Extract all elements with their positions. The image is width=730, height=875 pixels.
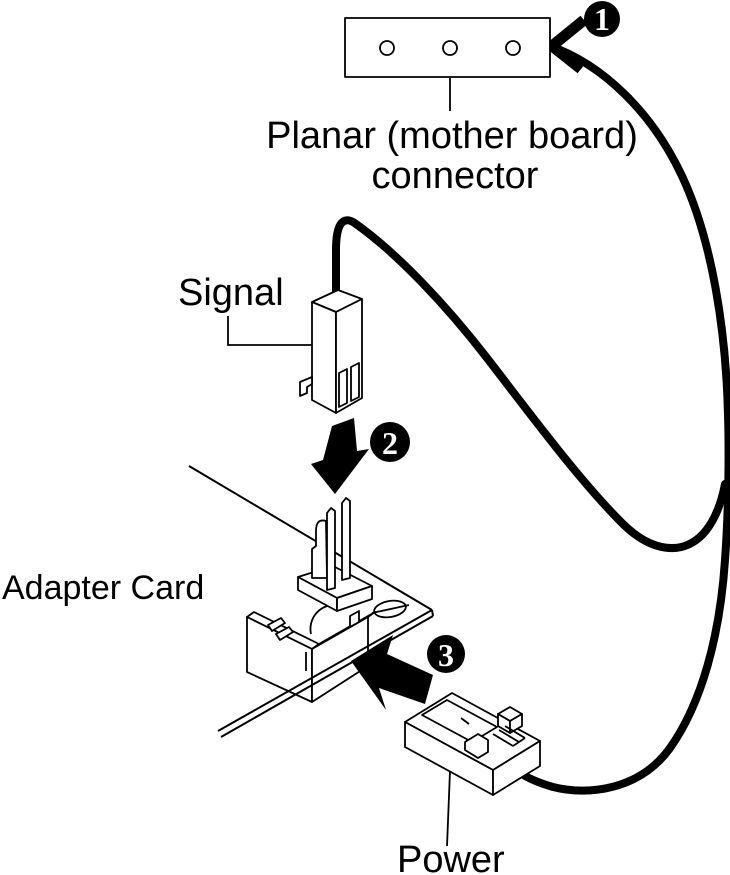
card-connector-housing [246,599,376,703]
signal-connector-latch-hook [299,376,313,397]
header-pin-right [341,497,351,581]
card-header-pins [297,497,373,612]
pin-base-right [336,585,373,612]
signal-label: Signal [178,272,284,314]
insert-down-arrow-icon [311,418,369,494]
housing-contact-pin-2 [275,626,294,641]
card-edge-thickness [220,615,434,738]
step-2-badge-circle [370,422,410,462]
signal-cable-path [332,216,729,552]
step-3-number: 3 [438,637,454,673]
step-1-badge: 1 [584,1,620,37]
planar-connector [344,17,551,111]
power-label: Power [397,839,505,875]
insert-left-arrow-icon [351,635,433,710]
card-far-edge [188,465,433,611]
latch-mark [460,717,470,725]
card-corner-edge [431,609,434,617]
step-3-badge: 3 [427,635,465,673]
latch-hook [464,733,489,759]
signal-connector [227,289,363,414]
header-pin-left [326,507,336,591]
card-screw-slot [371,604,410,614]
planar-pin-hole-2 [442,40,458,56]
step-2-number: 2 [382,425,398,461]
card-near-edge [217,609,433,732]
planar-label-line1: Planar (mother board) [266,115,638,157]
signal-connector-left-face [311,301,337,414]
cable-arrowhead-icon [548,15,588,74]
adapter-card [188,465,434,738]
signal-connector-slot-2 [350,362,360,402]
housing-notch [349,610,360,628]
step-1-badge-circle [584,1,620,37]
power-connector-latch [421,699,526,759]
housing-contact-pin-1 [267,617,286,632]
step-2-badge: 2 [370,422,410,462]
main-cable-path [513,42,730,795]
main-cable [513,15,730,795]
planar-label-line2: connector [372,155,539,197]
step-3-badge-circle [427,635,465,673]
power-connector-right-face [492,740,541,796]
latch-arm [421,699,498,743]
signal-connector-slot-1 [338,368,348,408]
step-1-number: 1 [594,1,610,37]
power-connector [404,692,541,847]
power-leader-line [446,770,451,847]
contact-comb [492,725,526,747]
signal-cable [332,216,729,552]
adapter-card-label: Adapter Card [2,569,204,607]
planar-pin-hole-3 [505,40,521,56]
planar-pin-hole-1 [379,40,395,56]
keying-tab [311,519,328,579]
signal-leader-line [227,316,312,346]
